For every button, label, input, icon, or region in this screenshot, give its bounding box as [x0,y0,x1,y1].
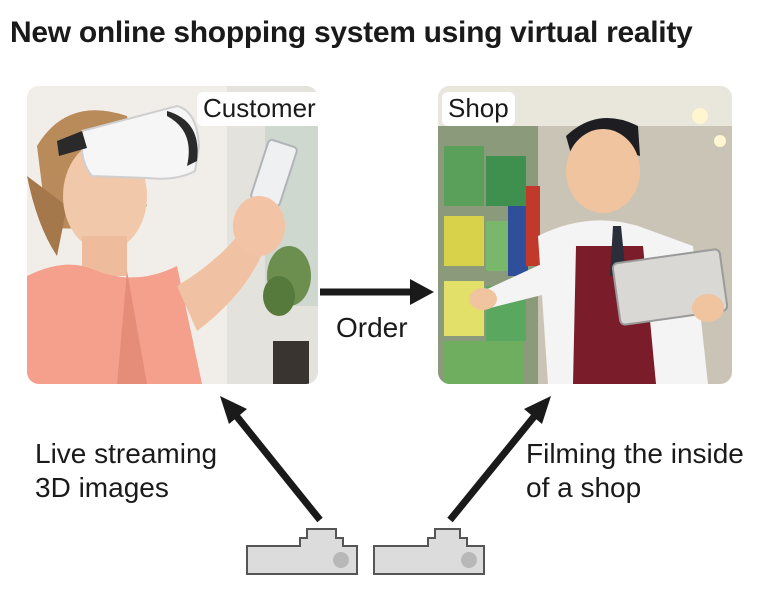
left-caption: Live streaming 3D images [35,437,217,505]
left-camera-icon [246,528,358,575]
right-caption: Filming the inside of a shop [526,437,744,505]
order-label: Order [336,312,408,343]
shop-label: Shop [442,92,515,126]
right-camera-icon [373,528,485,575]
right-caption-line-1: Filming the inside [526,438,744,469]
customer-label: Customer [197,92,318,126]
diagram-title: New online shopping system using virtual… [10,16,693,49]
filming-arrow [447,396,551,523]
customer-photo: Customer [27,86,318,384]
streaming-arrow [220,396,323,523]
right-caption-line-2: of a shop [526,472,642,503]
order-arrow [320,279,434,305]
shop-photo: Shop [438,86,732,384]
left-caption-line-1: Live streaming [35,438,218,469]
left-caption-line-2: 3D images [35,472,169,503]
